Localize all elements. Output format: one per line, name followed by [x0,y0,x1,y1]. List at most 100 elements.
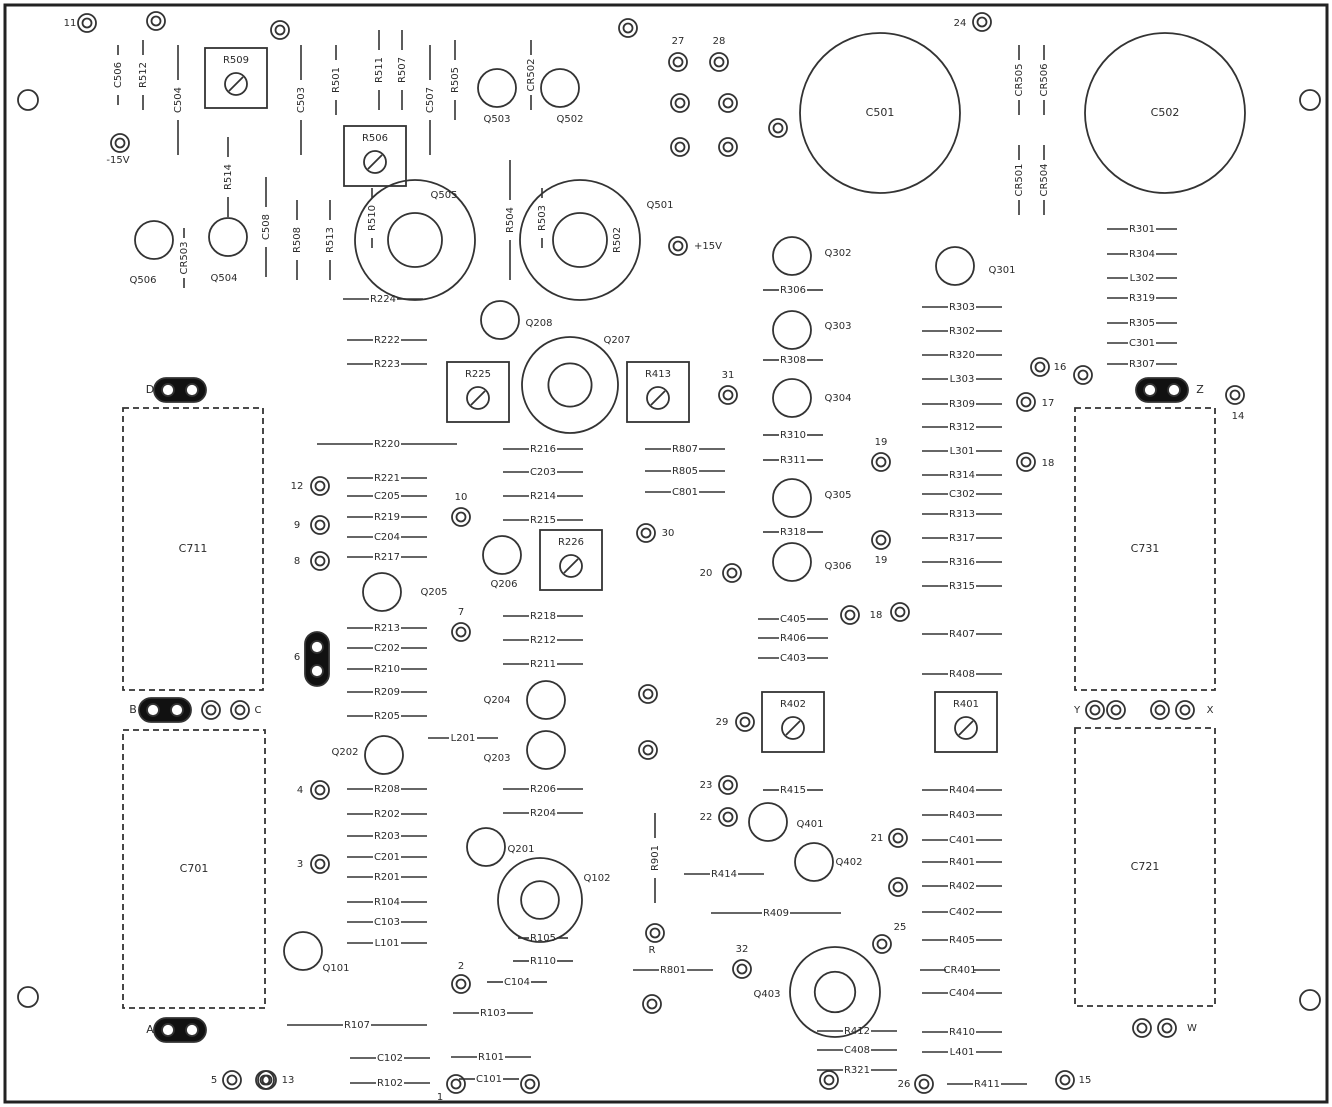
terminal-pin-a-2 [146,703,160,717]
via-pad-7-hole [642,688,654,700]
component-label-21: CR506 [1039,63,1050,96]
component-label-23: CR504 [1039,163,1050,196]
test-point-6-hole [672,240,684,252]
test-point-15-hole [875,456,887,468]
component-label-61: R205 [374,711,400,722]
component-label-53: C205 [374,491,400,502]
test-point-16-hole [875,534,887,546]
test-point-34-hole [736,963,748,975]
component-label-104: C401 [949,835,975,846]
test-point-8 [310,476,330,496]
component-label-45: R313 [949,509,975,520]
component-label-99: R409 [763,908,789,919]
test-point-label-5: -15V [106,155,129,166]
via-pad-1-hole [772,122,784,134]
via-pad-8-hole [642,744,654,756]
component-label-62: R216 [530,444,556,455]
test-point-label-31: 3 [297,859,303,870]
via-pad-19-hole [259,1074,271,1086]
semiconductor-8 [772,478,812,518]
test-point-label-32: 25 [894,922,907,933]
test-point-label-40: 15 [1079,1075,1092,1086]
via-pad-2-hole [674,97,686,109]
test-point-7-hole [722,389,734,401]
test-point-label-17: 18 [870,610,883,621]
via-pad-3 [718,93,738,113]
via-pad-1 [768,118,788,138]
test-point-label-24: Y [1073,705,1081,716]
test-point-41 [1157,1018,1177,1038]
transistor-core-0 [387,212,443,268]
test-point-39 [914,1074,934,1094]
component-label-59: R210 [374,664,400,675]
component-label-44: C302 [949,489,975,500]
trimpot-slot-2 [470,390,486,406]
cap-box-label-3: C721 [1131,860,1160,873]
trimpot-5 [761,691,825,753]
test-point-5-hole [114,137,126,149]
component-label-35: R318 [780,527,806,538]
component-label-57: R213 [374,623,400,634]
component-label-80: R208 [374,784,400,795]
test-point-10-hole [314,555,326,567]
test-point-0 [77,13,97,33]
test-point-7 [718,385,738,405]
test-point-20-hole [1020,456,1032,468]
component-label-15: R504 [505,207,516,233]
via-pad-5 [718,137,738,157]
test-point-33 [451,974,471,994]
test-point-6 [668,236,688,256]
component-label-20: CR505 [1014,63,1025,96]
trimpot-wiper-6 [954,716,978,740]
trimpot-label-0: R509 [223,55,249,66]
component-label-33: R310 [780,430,806,441]
cap-box-0 [122,407,264,691]
semiconductor-label-7: Q304 [825,393,852,404]
semiconductor-14 [526,730,566,770]
component-label-55: C204 [374,532,400,543]
component-label-56: R217 [374,552,400,563]
via-pad-12 [819,1070,839,1090]
semiconductor-label-10: Q301 [989,265,1016,276]
via-pad-17 [1132,1018,1152,1038]
test-point-label-39: 26 [898,1079,911,1090]
mounting-hole-0 [17,89,39,111]
cap-box-label-0: C711 [179,542,208,555]
test-point-label-21: 14 [1232,411,1245,422]
transistor-ring-3 [497,857,583,943]
component-label-7: C507 [425,87,436,113]
terminal-vertical-pin-b [310,664,324,678]
via-pad-9 [890,602,910,622]
test-point-29 [888,828,908,848]
test-point-label-2: 27 [672,36,685,47]
test-point-35-hole [649,927,661,939]
semiconductor-label-5: Q302 [825,248,852,259]
via-pad-18 [270,20,290,40]
via-pad-14 [201,700,221,720]
test-point-20 [1016,452,1036,472]
test-point-16 [871,530,891,550]
component-label-14: CR503 [179,241,190,274]
test-point-15 [871,452,891,472]
component-label-70: R206 [530,784,556,795]
test-point-3 [709,52,729,72]
test-point-38-hole [450,1078,462,1090]
test-point-label-12: 30 [662,528,675,539]
semiconductor-4 [480,300,520,340]
test-point-27 [718,775,738,795]
component-label-50: R223 [374,359,400,370]
component-label-67: R212 [530,635,556,646]
trimpot-6 [934,691,998,753]
test-point-25-hole [1179,704,1191,716]
transistor-ring-2 [521,336,619,434]
cap-box-3 [1074,727,1216,1007]
via-pad-4 [670,137,690,157]
terminal-pin-b-1 [1167,383,1181,397]
test-point-8-hole [314,480,326,492]
component-label-42: L301 [950,446,975,457]
semiconductor-label-15: Q202 [332,747,359,758]
test-point-27-hole [722,779,734,791]
terminal-pin-b-2 [170,703,184,717]
semiconductor-2 [134,220,174,260]
component-label-4: R501 [331,67,342,93]
